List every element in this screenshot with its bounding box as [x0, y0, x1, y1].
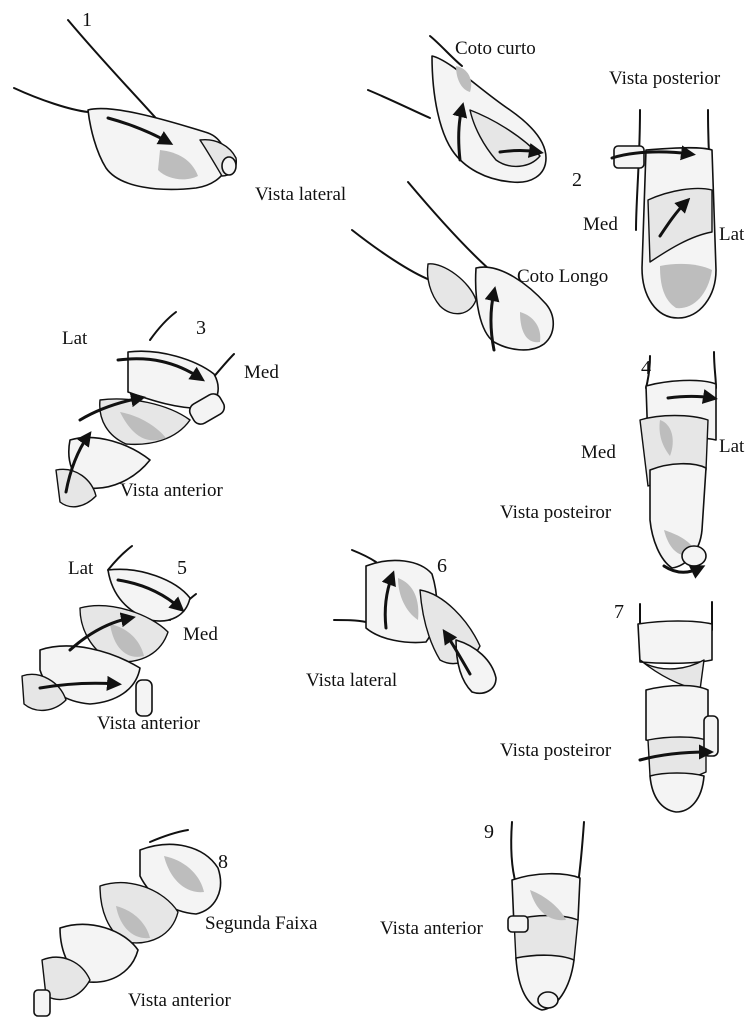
step-2-lat-label: Lat — [719, 224, 745, 245]
step-5-illustration — [22, 546, 196, 716]
step-1-view-label: Vista lateral — [255, 184, 346, 205]
step-1-illustration — [14, 20, 236, 189]
step-3-lat-label: Lat — [62, 328, 88, 349]
step-8-illustration — [34, 830, 221, 1016]
step-2-long-stump-label: Coto Longo — [517, 266, 608, 287]
step-4-view-label: Vista posteiror — [500, 502, 612, 523]
step-5-lat-label: Lat — [68, 558, 94, 579]
step-4-number: 4 — [641, 357, 651, 379]
step-4-lat-label: Lat — [719, 436, 745, 457]
step-7-number: 7 — [614, 601, 624, 623]
step-5-med-label: Med — [183, 624, 218, 645]
step-8-view-label: Vista anterior — [128, 990, 231, 1011]
step-9-number: 9 — [484, 821, 494, 843]
step-3-view-label: Vista anterior — [120, 480, 223, 501]
step-4-med-label: Med — [581, 442, 616, 463]
step-2-short-stump-label: Coto curto — [455, 38, 536, 59]
step-8-number: 8 — [218, 851, 228, 873]
step-6-number: 6 — [437, 555, 447, 577]
step-2-number: 2 — [572, 169, 582, 191]
step-2-posterior-illustration — [612, 110, 716, 318]
step-1-number: 1 — [82, 9, 92, 31]
step-5-view-label: Vista anterior — [97, 713, 200, 734]
step-9-view-label: Vista anterior — [380, 918, 483, 939]
step-3-med-label: Med — [244, 362, 279, 383]
step-7-view-label: Vista posteiror — [500, 740, 612, 761]
step-4-illustration — [640, 352, 716, 572]
step-2-view-label: Vista posterior — [609, 68, 721, 89]
step-3-number: 3 — [196, 317, 206, 339]
step-2-med-label: Med — [583, 214, 618, 235]
step-6-view-label: Vista lateral — [306, 670, 397, 691]
step-5-number: 5 — [177, 557, 187, 579]
step-9-illustration — [508, 822, 584, 1010]
step-7-illustration — [638, 602, 718, 812]
step-8-second-bandage-label: Segunda Faixa — [205, 913, 318, 934]
